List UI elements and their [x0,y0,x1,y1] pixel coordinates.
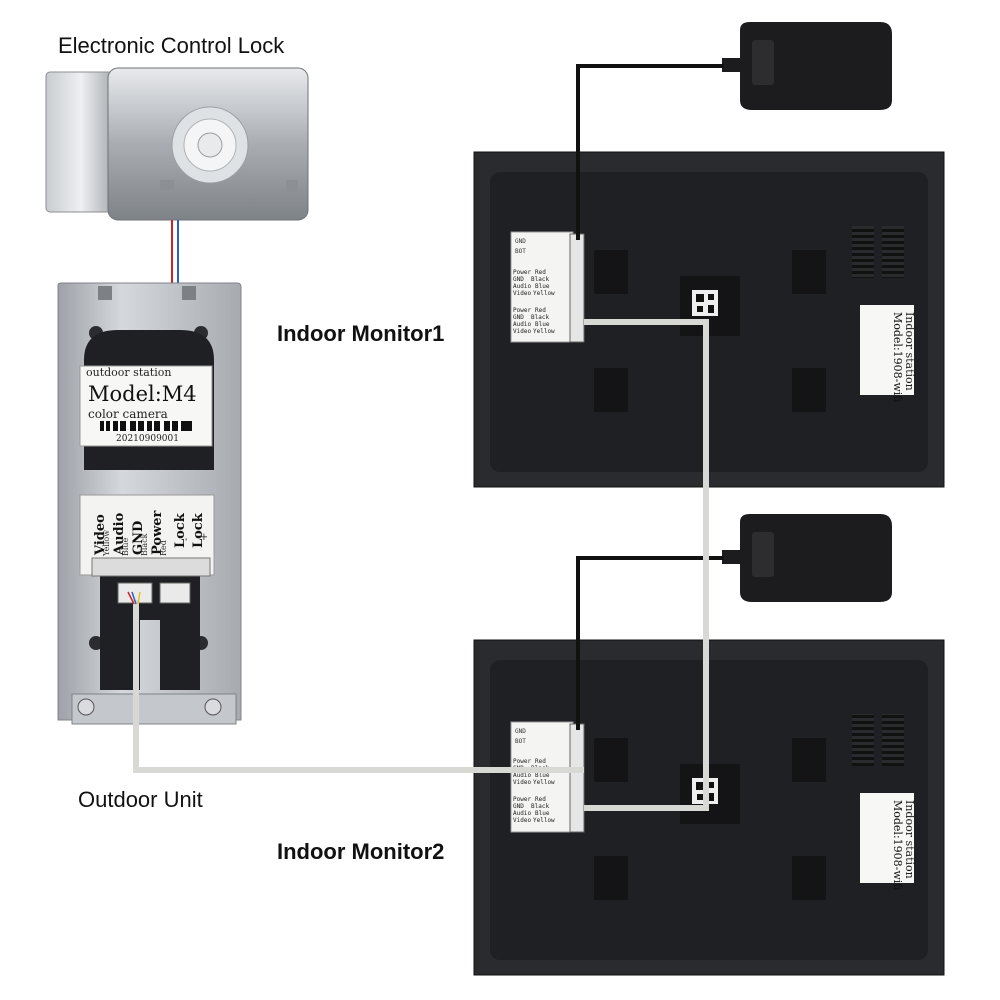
outdoor-subtitle: color camera [88,407,168,421]
terminal-color-3: Red [159,540,168,556]
svg-text:Video: Video [513,817,531,824]
svg-text:BOT: BOT [515,738,526,745]
svg-text:BOT: BOT [515,248,526,255]
outdoor-unit-label: Outdoor Unit [78,787,203,812]
terminal-name-0: Video [93,514,108,556]
terminal-name-4: Lock [173,512,188,548]
svg-text:Black: Black [531,276,549,283]
svg-text:Yellow: Yellow [533,328,555,335]
terminal-color-1: Blue [121,537,130,556]
outdoor-terminal-labels: Video Audio GND Power Lock Lock Yellow B… [93,510,210,557]
monitor2-sticker-title: Indoor station [903,800,916,879]
svg-text:Black: Black [531,314,549,321]
power-adapter-1 [722,22,892,110]
outdoor-unit-panel [57,282,242,725]
monitor2-sticker-model: Model:1908-wifi [891,800,904,891]
svg-text:Red: Red [535,758,546,765]
terminal-color-5: + [199,533,210,541]
svg-text:Blue: Blue [535,321,550,328]
svg-text:Black: Black [531,803,549,810]
monitor2-label: Indoor Monitor2 [277,839,445,864]
svg-text:Video: Video [513,328,531,335]
svg-text:GND: GND [513,276,524,283]
svg-text:Audio: Audio [513,321,531,328]
terminal-color-0: Yellow [102,530,111,557]
svg-text:GND: GND [513,314,524,321]
svg-text:Audio: Audio [513,810,531,817]
svg-text:Yellow: Yellow [533,290,555,297]
monitor1-sticker-title: Indoor station [903,312,916,391]
outdoor-serial: 20210909001 [116,434,179,444]
svg-text:GND: GND [515,728,526,735]
svg-text:Yellow: Yellow [533,779,555,786]
outdoor-barcode [100,421,192,431]
power-adapter-2 [722,514,892,602]
svg-text:Yellow: Yellow [533,817,555,824]
svg-text:Power: Power [513,758,531,765]
outdoor-header: outdoor station [86,366,171,379]
terminal-name-3: Power [150,510,165,555]
svg-text:Video: Video [513,290,531,297]
svg-text:GND: GND [513,803,524,810]
outdoor-model: Model:M4 [88,382,197,406]
monitor1-sticker-model: Model:1908-wifi [891,312,904,403]
terminal-name-2: GND [131,521,146,555]
svg-text:Blue: Blue [535,810,550,817]
svg-text:Power: Power [513,796,531,803]
lock-label: Electronic Control Lock [58,33,285,58]
power-cable-1 [576,64,724,240]
svg-text:Video: Video [513,779,531,786]
terminal-color-2: Black [140,533,149,556]
monitor1-label: Indoor Monitor1 [277,321,445,346]
svg-text:Power: Power [513,269,531,276]
svg-text:Red: Red [535,269,546,276]
monitor1-terminal-text: GND BOT Power Red GND Black Audio Blue V… [513,238,555,335]
outdoor-cable [133,600,584,773]
electronic-lock [45,67,309,221]
monitor-link-cable [584,319,709,811]
power-cable-2 [576,556,724,730]
svg-text:Red: Red [535,307,546,314]
svg-text:Audio: Audio [513,772,531,779]
svg-text:Blue: Blue [535,283,550,290]
terminal-name-5: Lock [191,512,206,548]
terminal-name-1: Audio [112,512,127,556]
svg-text:Power: Power [513,307,531,314]
svg-text:Blue: Blue [535,772,550,779]
svg-text:GND: GND [515,238,526,245]
svg-text:Audio: Audio [513,283,531,290]
terminal-color-4: - [181,538,192,541]
svg-text:Red: Red [535,796,546,803]
